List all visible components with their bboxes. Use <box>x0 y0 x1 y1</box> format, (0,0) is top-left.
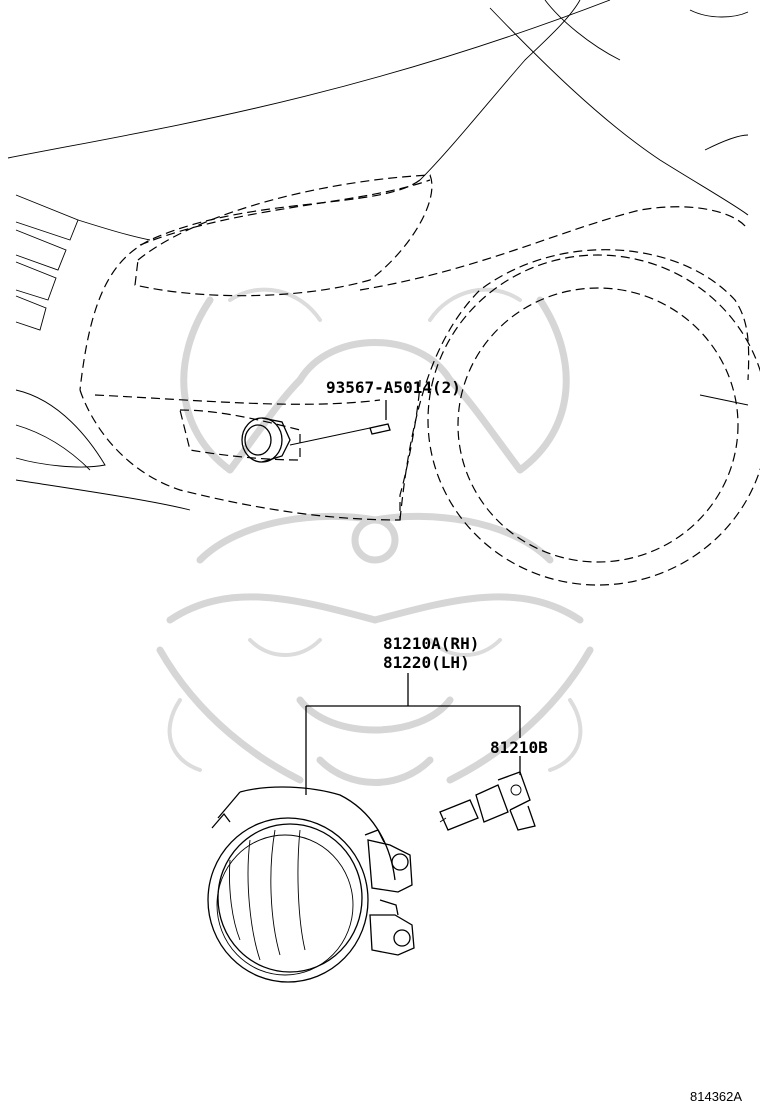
label-bolt: 93567-A5014(2) <box>326 378 461 397</box>
label-bulb: 81210B <box>490 738 548 757</box>
car-body-outline <box>7 0 760 586</box>
label-lamp-rh: 81210A(RH) <box>383 634 480 653</box>
label-lamp-lh: 81220(LH) <box>383 653 470 672</box>
fog-lamp-assembly <box>207 786 415 983</box>
figure-code: 814362A <box>690 1089 743 1104</box>
watermark-emblem <box>156 287 594 786</box>
fog-lamp-bulb <box>439 771 536 831</box>
